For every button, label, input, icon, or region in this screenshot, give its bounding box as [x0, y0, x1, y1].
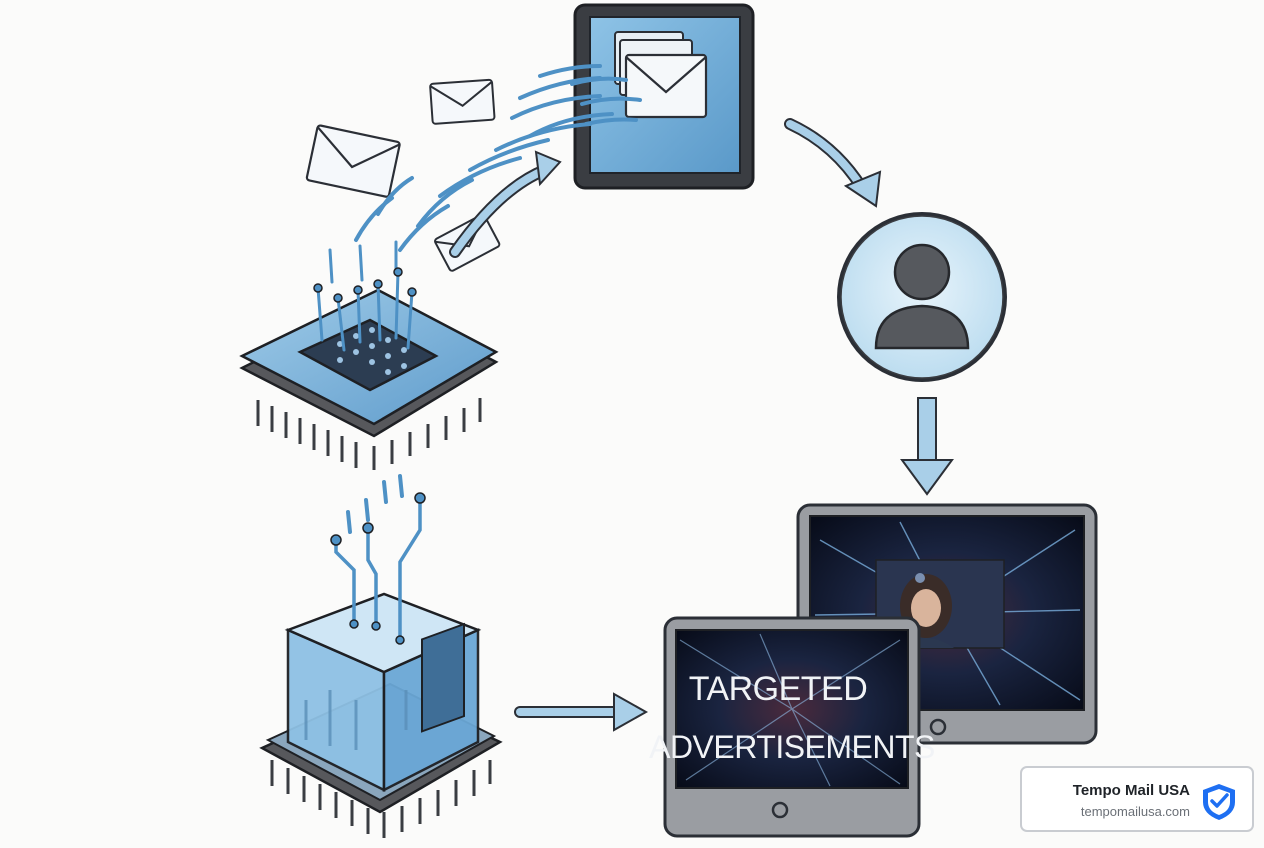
data-stream-streaks [346, 474, 404, 534]
arrow-to-ad-display [900, 397, 954, 496]
shield-check-icon [1203, 784, 1235, 820]
brand-name: Tempo Mail USA [1072, 782, 1190, 799]
envelope-icon [305, 124, 401, 198]
email-inbox-device [573, 3, 755, 190]
processor-chip [239, 240, 499, 470]
user-avatar-icon [837, 212, 1007, 382]
envelope-stack-icon [614, 31, 708, 119]
arrow-to-user [784, 118, 882, 208]
ad-headline-line2: ADVERTISEMENTS [649, 729, 935, 765]
brand-badge[interactable]: Tempo Mail USA tempomailusa.com [1020, 766, 1254, 832]
data-stream-streaks [354, 64, 642, 252]
ad-headline-line1: TARGETED [689, 670, 868, 708]
arrow-to-advertisements [514, 692, 649, 732]
arrow-to-inbox [449, 150, 562, 258]
data-storage-cube [259, 492, 503, 838]
envelope-icon [429, 78, 496, 125]
brand-url[interactable]: tempomailusa.com [1080, 804, 1190, 819]
targeted-ad-tablet: TARGETED ADVERTISEMENTS [649, 616, 935, 838]
